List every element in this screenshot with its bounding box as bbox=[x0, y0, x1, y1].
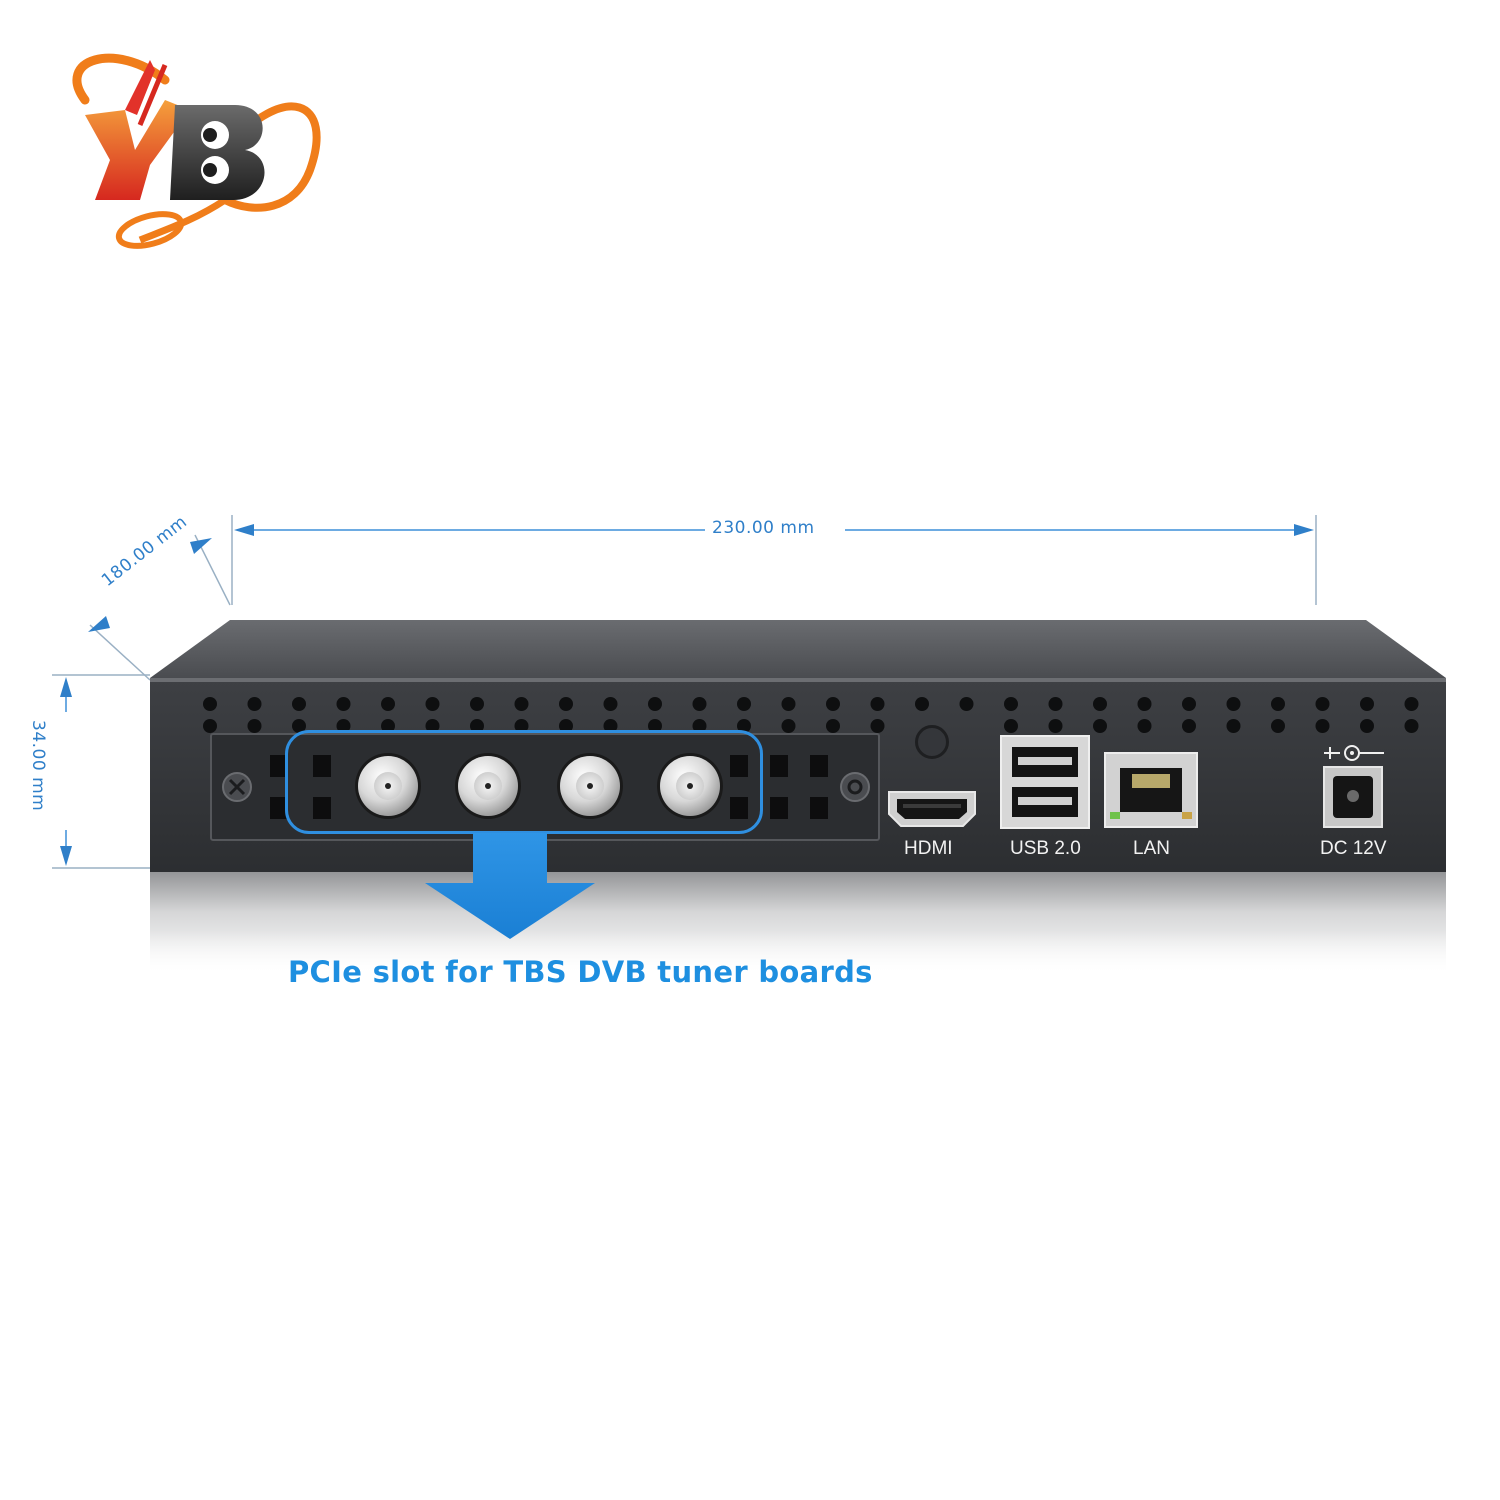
vent-hole bbox=[1048, 719, 1063, 733]
vent-hole bbox=[737, 697, 751, 711]
f-connector-2[interactable] bbox=[458, 756, 518, 816]
vent-hole bbox=[781, 719, 796, 733]
vent-hole bbox=[781, 697, 796, 711]
vent-hole bbox=[692, 719, 707, 733]
vent-hole bbox=[826, 719, 840, 733]
vent-hole bbox=[381, 719, 395, 733]
tbs-logo bbox=[55, 40, 345, 260]
reflection-fade bbox=[50, 930, 1450, 980]
usb-label: USB 2.0 bbox=[1010, 838, 1081, 859]
vent-hole bbox=[870, 697, 885, 711]
lan-label: LAN bbox=[1133, 838, 1170, 859]
vent-hole bbox=[203, 719, 217, 733]
vent-hole bbox=[1093, 719, 1107, 733]
vent-hole bbox=[1404, 719, 1419, 733]
vent-hole bbox=[292, 697, 306, 711]
vent-hole bbox=[648, 697, 662, 711]
vent-hole bbox=[826, 697, 840, 711]
vent-hole bbox=[692, 697, 707, 711]
hdmi-label: HDMI bbox=[904, 838, 953, 859]
vent-hole bbox=[1226, 719, 1241, 733]
vent-hole bbox=[870, 719, 885, 733]
vent-hole bbox=[1360, 697, 1374, 711]
vent-hole bbox=[1004, 719, 1018, 733]
f-connector-4[interactable] bbox=[660, 756, 720, 816]
dc-label: DC 12V bbox=[1320, 838, 1387, 859]
vent-hole bbox=[470, 719, 484, 733]
usb-ports[interactable] bbox=[1000, 735, 1090, 829]
vent-hole bbox=[959, 697, 974, 711]
lan-led-amber bbox=[1182, 812, 1192, 819]
lan-port[interactable] bbox=[1104, 752, 1198, 828]
hdmi-port[interactable] bbox=[887, 790, 977, 828]
vent-hole bbox=[737, 719, 751, 733]
vent-hole bbox=[1093, 697, 1107, 711]
vent-hole bbox=[336, 719, 351, 733]
vent-hole bbox=[1182, 697, 1196, 711]
vent-hole bbox=[203, 697, 217, 711]
vent-hole bbox=[1004, 697, 1018, 711]
vent-hole bbox=[514, 719, 529, 733]
vent-hole bbox=[425, 697, 440, 711]
ventilation-holes bbox=[203, 697, 1419, 733]
f-connector-3[interactable] bbox=[560, 756, 620, 816]
f-connector-1[interactable] bbox=[358, 756, 418, 816]
usb-port-upper[interactable] bbox=[1012, 747, 1078, 777]
usb-port-lower[interactable] bbox=[1012, 787, 1078, 817]
vent-hole bbox=[1137, 719, 1152, 733]
vent-hole bbox=[603, 719, 618, 733]
vent-hole bbox=[559, 697, 573, 711]
vent-hole bbox=[381, 697, 395, 711]
pcie-highlight-frame bbox=[285, 730, 763, 834]
vent-hole bbox=[1404, 697, 1419, 711]
vent-hole bbox=[1271, 719, 1285, 733]
vent-hole bbox=[1271, 697, 1285, 711]
vent-hole bbox=[1226, 697, 1241, 711]
height-dimension-label: 34.00 mm bbox=[28, 720, 48, 812]
vent-hole bbox=[1137, 697, 1152, 711]
vent-hole bbox=[603, 697, 618, 711]
screw-right-icon bbox=[840, 772, 870, 802]
vent-hole bbox=[1315, 697, 1330, 711]
screw-left-icon bbox=[222, 772, 252, 802]
vent-hole bbox=[915, 697, 929, 711]
vent-hole bbox=[1182, 719, 1196, 733]
vent-hole bbox=[1360, 719, 1374, 733]
vent-hole bbox=[470, 697, 484, 711]
vent-hole bbox=[648, 719, 662, 733]
vent-hole bbox=[1315, 719, 1330, 733]
vent-hole bbox=[1048, 697, 1063, 711]
vent-hole bbox=[559, 719, 573, 733]
arrow-down-icon bbox=[425, 833, 595, 941]
power-button[interactable] bbox=[915, 725, 949, 759]
tbs-satellite-logo-icon bbox=[72, 53, 321, 249]
vent-hole bbox=[292, 719, 306, 733]
pcie-slot-caption: PCIe slot for TBS DVB tuner boards bbox=[288, 955, 873, 989]
vent-hole bbox=[514, 697, 529, 711]
lan-led-green bbox=[1110, 812, 1120, 819]
dc-power-jack[interactable] bbox=[1323, 766, 1383, 828]
vent-hole bbox=[425, 719, 440, 733]
dc-polarity-icon bbox=[1322, 744, 1386, 762]
vent-hole bbox=[336, 697, 351, 711]
plate-vent-squares bbox=[270, 755, 828, 819]
vent-hole bbox=[247, 719, 262, 733]
vent-hole bbox=[247, 697, 262, 711]
width-dimension-label: 230.00 mm bbox=[712, 518, 815, 538]
